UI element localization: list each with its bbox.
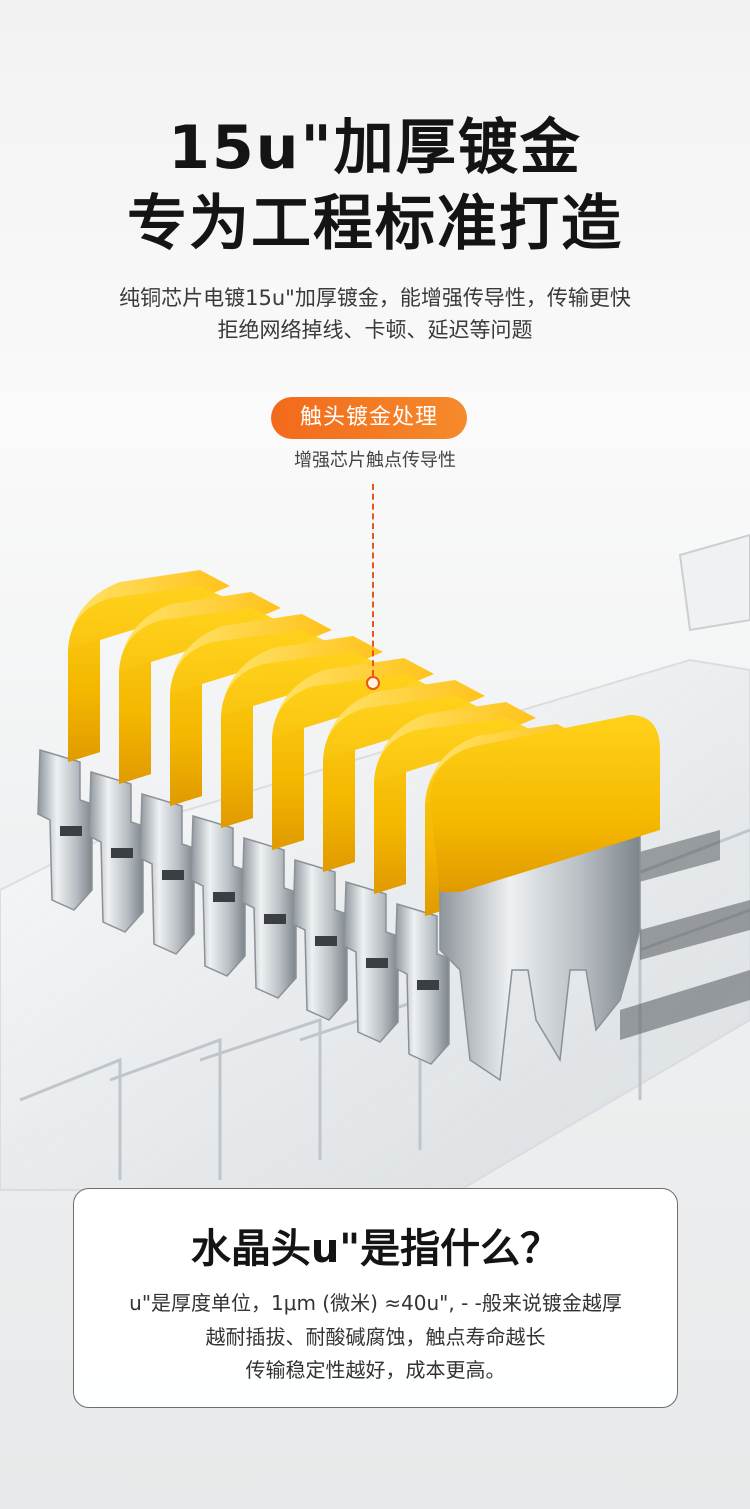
pointer-dot — [366, 676, 380, 690]
info-card-line-1: u"是厚度单位，1μm (微米) ≈40u", - -般来说镀金越厚 — [129, 1291, 622, 1315]
info-card-title: 水晶头u"是指什么？ — [190, 1226, 561, 1272]
contact-blade-7 — [343, 702, 536, 1043]
contact-blade-2 — [88, 592, 281, 933]
info-card: 水晶头u"是指什么？ u"是厚度单位，1μm (微米) ≈40u", - -般来… — [73, 1188, 678, 1408]
front-contact-blade — [430, 715, 660, 1082]
info-card-line-2: 越耐插拔、耐酸碱腐蚀，触点寿命越长 — [205, 1325, 546, 1349]
subtitle-line-2: 拒绝网络掉线、卡顿、延迟等问题 — [217, 318, 533, 342]
info-card-line-3: 传输稳定性越好，成本更高。 — [245, 1358, 506, 1382]
subtitle-line-1: 纯铜芯片电镀15u"加厚镀金，能增强传导性，传输更快 — [119, 286, 631, 310]
contact-blade-3 — [139, 614, 332, 955]
gold-contacts-illustration — [0, 533, 750, 1191]
contact-blade-1 — [37, 570, 230, 911]
badge-caption: 增强芯片触点传导性 — [294, 450, 456, 471]
pointer-line — [372, 484, 374, 676]
gold-plating-badge: 触头镀金处理 — [271, 397, 467, 439]
headline-line-2: 专为工程标准打造 — [127, 189, 623, 259]
contact-blade-4 — [190, 636, 383, 977]
contact-blade-6 — [292, 680, 485, 1021]
headline-line-1: 15u"加厚镀金 — [168, 113, 582, 183]
contact-blade-5 — [241, 658, 434, 999]
contact-blades — [37, 570, 660, 1082]
